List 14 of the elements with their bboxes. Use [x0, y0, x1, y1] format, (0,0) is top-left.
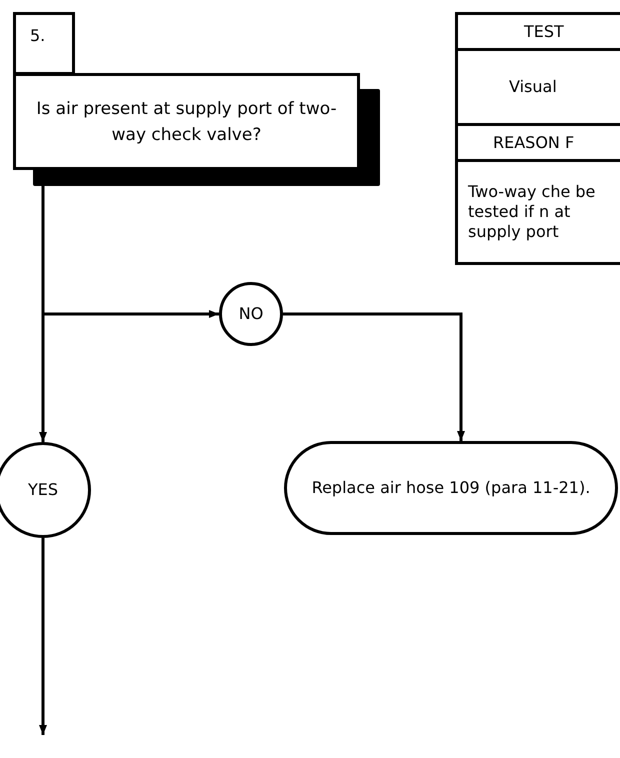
info-table — [455, 12, 620, 265]
node-text: YES — [28, 479, 58, 501]
arrow — [39, 538, 47, 735]
table-header: TEST — [524, 20, 564, 42]
node-text: Is air present at supply port of two-way check valve? — [35, 98, 338, 146]
node-text: NO — [238, 303, 264, 325]
node-text: 5. — [30, 25, 46, 47]
node-text: Replace air hose 109 (para 11-21). — [312, 477, 590, 499]
arrow — [283, 312, 465, 441]
table-text: Visual — [509, 76, 557, 98]
table-text: Two-way che be tested if n at supply port — [468, 182, 596, 242]
step-number-box — [13, 12, 75, 75]
table-header: REASON F — [493, 132, 574, 154]
question-box — [13, 73, 360, 170]
